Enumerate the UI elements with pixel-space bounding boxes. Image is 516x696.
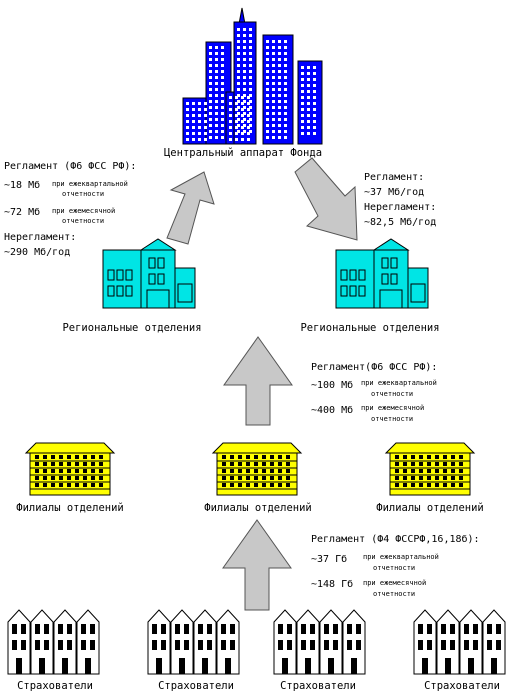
townhouse-row-icon-3 xyxy=(273,609,366,675)
upper-left-note-1b: отчетности xyxy=(62,190,105,198)
middle-title: Регламент(Ф6 ФСС РФ): xyxy=(311,362,438,373)
insurer-label-2: Страхователи xyxy=(158,680,234,692)
branch-right-label: Филиалы отделений xyxy=(376,502,484,514)
house-icon-right xyxy=(335,238,429,309)
middle-note-2a: при ежемесячной xyxy=(361,404,425,412)
insurer-label-1: Страхователи xyxy=(17,680,93,692)
upper-left-value-2: ~72 Мб xyxy=(4,207,41,218)
middle-note-1b: отчетности xyxy=(371,390,414,398)
branch-left-label: Филиалы отделений xyxy=(16,502,124,514)
upper-left-note-2a: при ежемесячной xyxy=(52,207,116,215)
arrow-central-to-regional-right xyxy=(294,157,358,241)
middle-value-2: ~400 Мб xyxy=(311,405,354,416)
low-building-icon-left xyxy=(24,442,116,496)
upper-left-note-2b: отчетности xyxy=(62,217,105,225)
insurer-label-3: Страхователи xyxy=(280,680,356,692)
upper-left-value-1: ~18 Мб xyxy=(4,180,41,191)
insurer-label-4: Страхователи xyxy=(424,680,500,692)
arrow-regional-left-to-central xyxy=(166,171,215,245)
upper-right-nonreg-title: Нерегламент: xyxy=(364,202,437,213)
lower-note-1a: при ежеквартальной xyxy=(363,553,439,561)
townhouse-row-icon-1 xyxy=(7,609,100,675)
arrow-insurers-to-branch xyxy=(222,519,292,611)
arrow-branch-to-regional-right xyxy=(223,336,293,426)
lower-value-2: ~148 Гб xyxy=(311,579,354,590)
upper-left-nonreg-title: Нерегламент: xyxy=(4,232,77,243)
lower-value-1: ~37 Гб xyxy=(311,554,348,565)
upper-left-nonreg-value: ~290 Мб/год xyxy=(4,247,71,258)
upper-right-nonreg-value: ~82,5 Мб/год xyxy=(364,217,437,228)
townhouse-row-icon-4 xyxy=(413,609,506,675)
lower-note-2a: при ежемесячной xyxy=(363,579,427,587)
low-building-icon-center xyxy=(211,442,303,496)
middle-note-2b: отчетности xyxy=(371,415,414,423)
lower-title: Регламент (Ф4 ФССРФ,16,18б): xyxy=(311,534,480,545)
lower-note-2b: отчетности xyxy=(373,590,416,598)
central-office-label: Центральный аппарат Фонда xyxy=(163,147,323,159)
upper-right-value: ~37 Мб/год xyxy=(364,187,425,198)
middle-value-1: ~100 Мб xyxy=(311,380,354,391)
townhouse-row-icon-2 xyxy=(147,609,240,675)
house-icon-left xyxy=(102,238,196,309)
regional-right-label: Региональные отделения xyxy=(300,322,440,334)
middle-note-1a: при ежеквартальной xyxy=(361,379,437,387)
upper-right-title: Регламент: xyxy=(364,172,425,183)
skyscraper-cluster-icon xyxy=(182,7,323,145)
regional-left-label: Региональные отделения xyxy=(62,322,202,334)
branch-center-label: Филиалы отделений xyxy=(204,502,312,514)
lower-note-1b: отчетности xyxy=(373,564,416,572)
low-building-icon-right xyxy=(384,442,476,496)
upper-left-title: Регламент (Ф6 ФСС РФ): xyxy=(4,161,137,172)
upper-left-note-1a: при ежеквартальной xyxy=(52,180,128,188)
